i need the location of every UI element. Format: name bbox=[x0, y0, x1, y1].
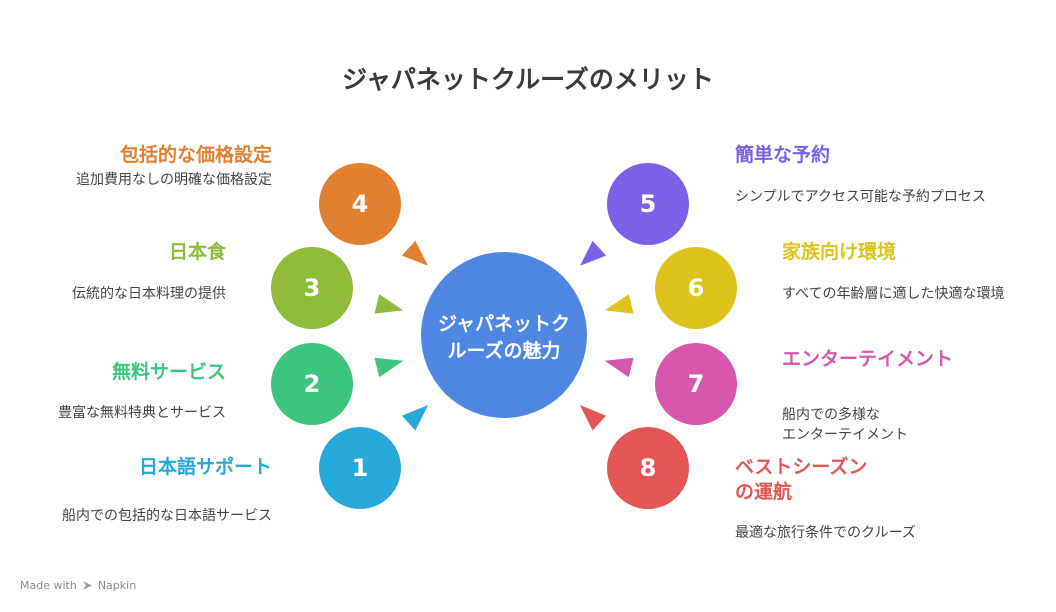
center-label-line-2: ルーズの魅力 bbox=[447, 340, 561, 362]
napkin-watermark: Made with Napkin bbox=[20, 579, 136, 592]
node-number-5: 5 bbox=[639, 190, 657, 218]
item-heading-7: エンターテイメント bbox=[782, 347, 953, 372]
node-circle-2 bbox=[271, 343, 353, 425]
node-number-4: 4 bbox=[351, 190, 369, 218]
arrow-5 bbox=[580, 240, 607, 266]
item-description-5: シンプルでアクセス可能な予約プロセス bbox=[735, 187, 986, 207]
center-label-line-1: ジャパネットク bbox=[437, 313, 571, 335]
napkin-logo-icon bbox=[82, 581, 92, 590]
arrow-6 bbox=[604, 294, 634, 314]
item-description-line: 追加費用なしの明確な価格設定 bbox=[76, 172, 272, 188]
item-description-line: すべての年齢層に適した快適な環境 bbox=[782, 286, 1005, 302]
page-title: ジャパネットクルーズのメリット bbox=[342, 65, 714, 94]
arrow-7 bbox=[604, 357, 634, 378]
item-heading-line: ベストシーズン bbox=[735, 456, 868, 478]
item-description-4: 追加費用なしの明確な価格設定 bbox=[76, 170, 272, 190]
item-description-line: エンターテイメント bbox=[782, 427, 908, 443]
node-number-6: 6 bbox=[687, 274, 705, 302]
item-heading-line: エンターテイメント bbox=[782, 348, 954, 370]
node-circle-4 bbox=[319, 163, 401, 245]
node-number-3: 3 bbox=[303, 274, 321, 302]
item-description-3: 伝統的な日本料理の提供 bbox=[72, 284, 226, 304]
node-circle-5 bbox=[607, 163, 689, 245]
node-circle-8 bbox=[607, 427, 689, 509]
item-description-line: 船内での包括的な日本語サービス bbox=[62, 508, 272, 524]
item-description-8: 最適な旅行条件でのクルーズ bbox=[735, 523, 916, 543]
item-description-2: 豊富な無料特典とサービス bbox=[58, 403, 226, 423]
item-description-6: すべての年齢層に適した快適な環境 bbox=[782, 284, 1004, 304]
node-circle-3 bbox=[271, 247, 353, 329]
item-description-line: 伝統的な日本料理の提供 bbox=[72, 286, 226, 302]
arrow-8 bbox=[579, 405, 607, 431]
arrow-4 bbox=[401, 240, 428, 266]
item-heading-line: 無料サービス bbox=[111, 361, 226, 383]
node-number-7: 7 bbox=[687, 370, 705, 398]
arrow-2 bbox=[374, 357, 404, 378]
node-number-2: 2 bbox=[303, 370, 321, 398]
item-heading-2: 無料サービス bbox=[112, 360, 226, 385]
item-description-line: 船内での多様な bbox=[782, 407, 880, 423]
node-number-8: 8 bbox=[639, 454, 657, 482]
item-heading-line: 包括的な価格設定 bbox=[119, 144, 272, 166]
item-heading-line: 簡単な予約 bbox=[735, 144, 831, 166]
arrow-1 bbox=[401, 405, 429, 431]
node-circle-7 bbox=[655, 343, 737, 425]
center-circle bbox=[421, 252, 587, 418]
napkin-brand-label: Napkin bbox=[97, 579, 137, 592]
item-heading-line: 家族向け環境 bbox=[782, 241, 897, 263]
node-circle-1 bbox=[319, 427, 401, 509]
item-description-1: 船内での包括的な日本語サービス bbox=[62, 506, 272, 526]
item-heading-line: 日本食 bbox=[168, 241, 226, 263]
item-description-7: 船内での多様なエンターテイメント bbox=[782, 405, 908, 445]
item-heading-5: 簡単な予約 bbox=[735, 143, 830, 168]
item-heading-6: 家族向け環境 bbox=[782, 240, 896, 265]
item-heading-1: 日本語サポート bbox=[139, 455, 272, 480]
item-description-line: シンプルでアクセス可能な予約プロセス bbox=[735, 189, 986, 205]
item-description-line: 豊富な無料特典とサービス bbox=[58, 405, 226, 421]
arrow-3 bbox=[374, 294, 404, 314]
made-with-label: Made with bbox=[20, 579, 77, 592]
item-description-line: 最適な旅行条件でのクルーズ bbox=[735, 525, 916, 541]
item-heading-4: 包括的な価格設定 bbox=[120, 143, 272, 168]
item-heading-line: 日本語サポート bbox=[138, 456, 272, 478]
item-heading-line: の運航 bbox=[735, 481, 793, 503]
center-label: ジャパネットク ルーズの魅力 bbox=[422, 311, 586, 365]
item-heading-8: ベストシーズンの運航 bbox=[735, 455, 867, 505]
node-number-1: 1 bbox=[351, 454, 369, 482]
item-heading-3: 日本食 bbox=[169, 240, 226, 265]
node-circle-6 bbox=[655, 247, 737, 329]
